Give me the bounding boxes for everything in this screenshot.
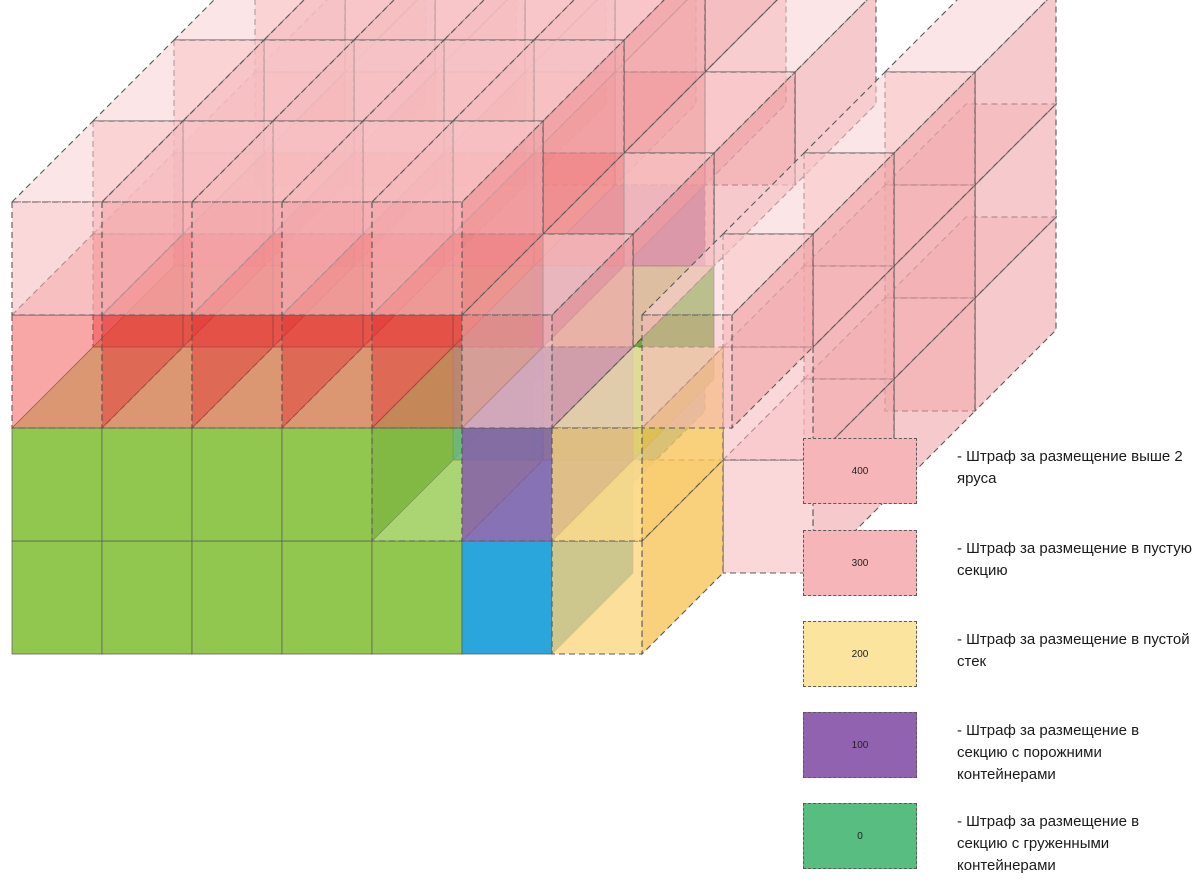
container-pink-29-top bbox=[532, 0, 665, 41]
container-red-72-front bbox=[281, 314, 373, 429]
container-pink-29-side bbox=[623, 0, 706, 155]
container-yellow-61-side bbox=[641, 458, 724, 656]
container-pink-76-front bbox=[11, 201, 103, 316]
container-green-57-front bbox=[191, 540, 283, 655]
container-pink-75-front bbox=[641, 314, 733, 429]
container-red-70-front bbox=[101, 314, 193, 429]
container-pink-1-side bbox=[974, 102, 1057, 300]
legend-item-400: 400 - Штраф за размещение выше 2 яруса bbox=[803, 438, 1193, 512]
container-purple-67-front bbox=[461, 427, 553, 542]
legend-item-200: 200 - Штраф за размещение в пустой стек bbox=[803, 621, 1193, 695]
container-pink-75-top bbox=[640, 233, 815, 316]
container-blue-60-front bbox=[461, 540, 553, 655]
container-pink-24-top bbox=[802, 71, 977, 154]
container-pink-77-front bbox=[101, 201, 193, 316]
legend-label-300: - Штраф за размещение в пустую секцию bbox=[957, 540, 1192, 579]
container-pink-17-side bbox=[893, 183, 976, 381]
container-green-64-front bbox=[191, 427, 283, 542]
container-pink-49-top bbox=[721, 152, 896, 235]
legend-swatch-300: 300 bbox=[803, 530, 917, 596]
container-pink-80-front bbox=[371, 201, 463, 316]
container-pink-7-side bbox=[794, 0, 877, 187]
container-green-56-front bbox=[101, 540, 193, 655]
container-pink-48-top bbox=[541, 152, 716, 235]
container-pink-28-top bbox=[442, 0, 575, 41]
container-pink-54-side bbox=[542, 38, 625, 236]
container-pink-8-top bbox=[883, 0, 1048, 73]
container-red-71-front bbox=[191, 314, 283, 429]
container-pink-54-top bbox=[451, 39, 626, 122]
legend-item-300: 300 - Штраф за размещение в пустую секци… bbox=[803, 530, 1193, 604]
container-pink-13-side bbox=[704, 0, 778, 74]
container-greent-66-front bbox=[371, 427, 463, 542]
container-pink-75-side bbox=[731, 232, 814, 430]
container-yellow-68-front bbox=[551, 427, 643, 542]
legend-label-200: - Штраф за размещение в пустой стек bbox=[957, 631, 1190, 670]
legend-swatch-100: 100 bbox=[803, 712, 917, 778]
legend-item-0: 0 - Штраф за размещение в секцию с груже… bbox=[803, 803, 1193, 877]
container-green-62-front bbox=[11, 427, 103, 542]
container-pink-74-front bbox=[461, 314, 553, 429]
container-green-63-front bbox=[101, 427, 193, 542]
legend-swatch-0: 0 bbox=[803, 803, 917, 869]
container-pink-49-side bbox=[812, 151, 895, 349]
container-green-58-front bbox=[281, 540, 373, 655]
container-pink-74-side bbox=[551, 232, 634, 430]
legend-label-100: - Штраф за размещение в секцию с порожни… bbox=[957, 722, 1140, 783]
container-pink-79-front bbox=[281, 201, 373, 316]
container-green-65-front bbox=[281, 427, 373, 542]
container-pink-23-side bbox=[713, 70, 796, 268]
container-pink-74-top bbox=[460, 233, 635, 316]
container-pink-24-side bbox=[893, 70, 976, 268]
container-pink-23-top bbox=[622, 71, 797, 154]
container-red-73-front bbox=[371, 314, 463, 429]
container-pink-27-top bbox=[352, 0, 485, 41]
container-red-69-front bbox=[11, 314, 103, 429]
container-yellow-61-front bbox=[551, 540, 643, 655]
legend-label-400: - Штраф за размещение выше 2 яруса bbox=[957, 448, 1183, 487]
container-pink-80-top bbox=[370, 120, 545, 203]
container-pink-8-side bbox=[974, 0, 1057, 187]
container-green-59-front bbox=[371, 540, 463, 655]
container-pink-7-top bbox=[703, 0, 868, 73]
legend-item-100: 100 - Штраф за размещение в секцию с пор… bbox=[803, 712, 1193, 786]
container-pink-78-front bbox=[191, 201, 283, 316]
container-pink-80-side bbox=[461, 119, 544, 317]
container-pink-35-front bbox=[722, 459, 814, 574]
legend-swatch-200: 200 bbox=[803, 621, 917, 687]
legend-label-0: - Штраф за размещение в секцию с груженн… bbox=[957, 813, 1140, 874]
container-green-55-front bbox=[11, 540, 103, 655]
container-pink-42-side bbox=[812, 264, 895, 462]
container-pink-0-side bbox=[974, 215, 1057, 413]
legend-swatch-400: 400 bbox=[803, 438, 917, 504]
container-pink-48-side bbox=[632, 151, 715, 349]
container-pink-26-top bbox=[262, 0, 395, 41]
container-pink-25-top bbox=[172, 0, 305, 41]
